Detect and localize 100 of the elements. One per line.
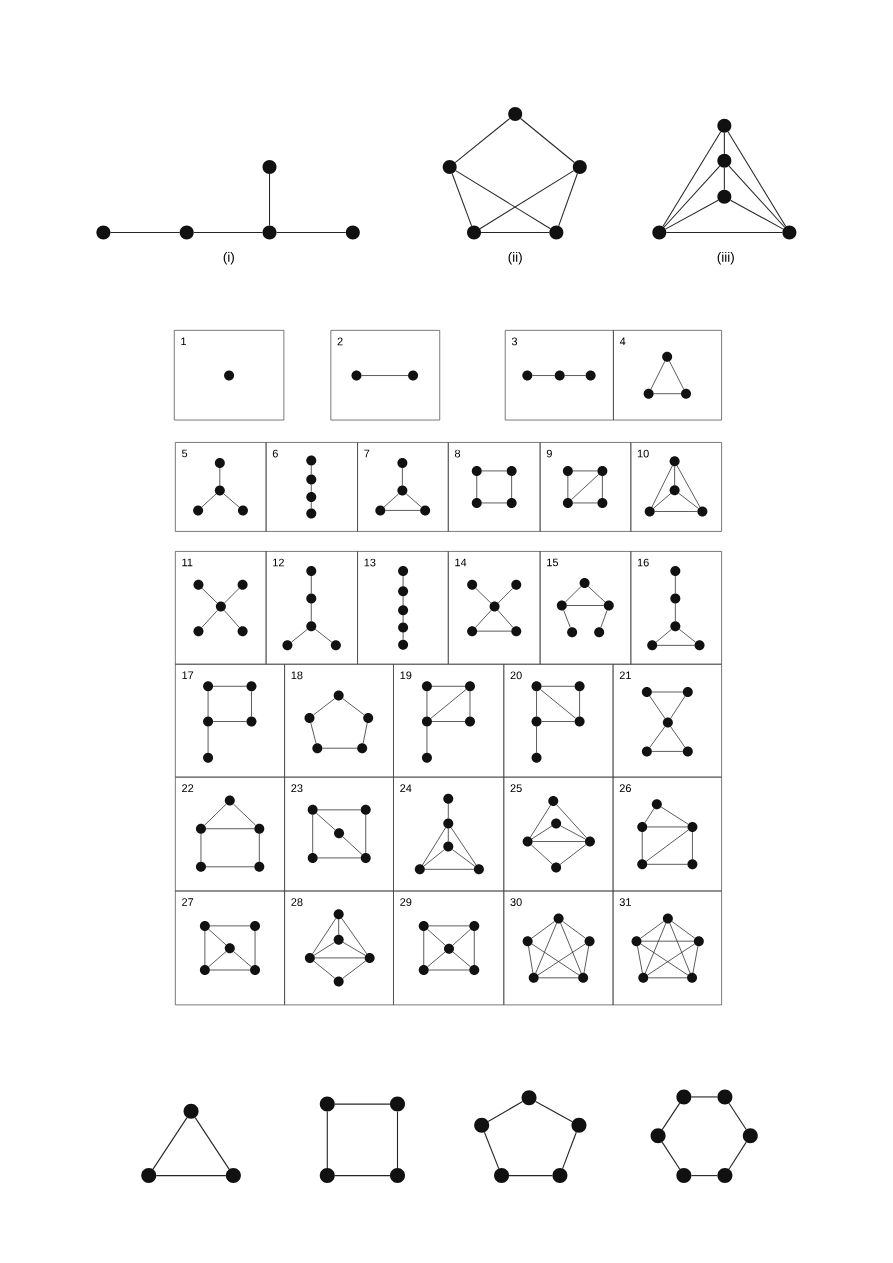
vertex-dot <box>742 1128 758 1144</box>
edge-line <box>233 803 257 826</box>
edge-line <box>424 868 475 870</box>
numbered-panel: 14 <box>447 551 541 665</box>
edge-line <box>727 131 787 227</box>
edge-line <box>644 808 655 824</box>
edge-line <box>396 1111 399 1169</box>
edge-line <box>204 930 206 966</box>
edge-line <box>481 470 507 472</box>
edge-line <box>571 473 600 500</box>
edge-line <box>671 921 696 939</box>
edge-line <box>566 605 605 606</box>
edge-line <box>422 827 447 866</box>
numbered-panel: 11 <box>175 551 267 665</box>
edge-line <box>669 922 691 974</box>
edge-line <box>251 690 252 717</box>
edge-line <box>646 826 688 828</box>
edge-line <box>312 917 337 955</box>
edge-line <box>313 698 336 716</box>
vertex-dot <box>390 1096 405 1112</box>
edge-line <box>600 609 608 628</box>
edge-line <box>678 492 699 509</box>
edge-line <box>342 836 363 855</box>
edge-line <box>661 1102 681 1131</box>
edge-line <box>690 1096 718 1098</box>
edge-line <box>317 809 362 811</box>
edge-line <box>402 632 404 641</box>
edge-line <box>602 475 603 499</box>
edge-line <box>558 173 578 227</box>
edge-line <box>535 1100 573 1123</box>
edge-line <box>676 465 701 508</box>
edge-line <box>531 375 556 376</box>
edge-line <box>647 943 696 976</box>
numbered-panel: 8 <box>447 442 541 532</box>
edge-line <box>647 977 688 979</box>
edge-line <box>219 467 221 486</box>
edge-line <box>402 595 404 606</box>
edge-line <box>562 921 586 939</box>
edge-line <box>451 172 473 227</box>
vertex-dot <box>442 159 457 174</box>
vertex-dot <box>552 1168 568 1184</box>
vertex-dot <box>141 1168 157 1184</box>
edge-line <box>531 825 553 840</box>
edge-line <box>321 747 358 749</box>
edge-line <box>564 375 586 376</box>
edge-line <box>314 957 365 959</box>
edge-line <box>536 690 537 717</box>
vertex-dot <box>717 189 732 204</box>
edge-line <box>670 695 686 719</box>
edge-line <box>362 722 368 744</box>
edge-line <box>541 685 575 687</box>
edge-line <box>640 920 665 939</box>
edge-line <box>655 628 672 643</box>
edge-line <box>646 863 688 865</box>
numbered-panel: 27 <box>175 890 285 1006</box>
edge-line <box>556 804 587 839</box>
numbered-panel: 7 <box>357 442 449 532</box>
edge-line <box>310 501 312 509</box>
numbered-panel: 26 <box>612 776 722 892</box>
edge-line <box>650 360 666 390</box>
vertex-dot <box>319 1168 335 1184</box>
numbered-panel: 2 <box>330 330 441 421</box>
edge-line <box>194 1117 230 1170</box>
edge-line <box>669 360 685 390</box>
edge-line <box>155 1175 227 1177</box>
edge-line <box>497 588 514 604</box>
edge-line <box>645 829 689 862</box>
edge-line <box>207 726 209 754</box>
numbered-panel: 16 <box>630 551 722 665</box>
edge-line <box>674 575 676 594</box>
numbered-panel: 18 <box>284 663 394 778</box>
edge-line <box>497 609 514 628</box>
vertex-dot <box>225 1168 241 1184</box>
numbered-panel: 13 <box>357 551 449 665</box>
numbered-panel: 19 <box>393 663 505 778</box>
edge-line <box>723 167 725 191</box>
edge-line <box>310 722 317 744</box>
edge-line <box>212 721 247 722</box>
edge-line <box>402 467 403 486</box>
edge-line <box>310 484 312 493</box>
edge-line <box>193 231 264 233</box>
edge-line <box>565 586 582 603</box>
edge-line <box>342 960 367 979</box>
edge-line <box>201 609 218 628</box>
edge-line <box>656 645 695 646</box>
edge-line <box>644 922 667 974</box>
edge-line <box>423 930 425 966</box>
vertex-dot <box>676 1168 692 1184</box>
edge-line <box>531 921 555 939</box>
edge-line <box>476 630 512 632</box>
numbered-panel: 28 <box>284 890 394 1006</box>
edge-line <box>452 951 471 968</box>
edge-line <box>205 828 255 830</box>
numbered-panel: 20 <box>503 663 614 778</box>
edge-line <box>310 575 312 594</box>
edge-line <box>572 470 598 472</box>
numbered-panel: 17 <box>175 663 285 778</box>
edge-line <box>560 825 586 840</box>
edge-line <box>520 117 575 164</box>
edge-line <box>649 695 666 719</box>
